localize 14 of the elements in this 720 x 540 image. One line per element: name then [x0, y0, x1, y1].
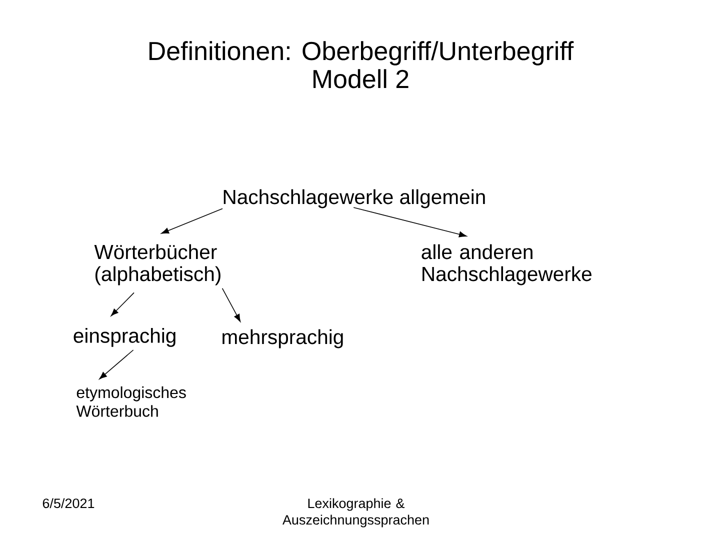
slide-title: Definitionen: Oberbegriff/Unterbegriff Modell 2	[149, 41, 574, 88]
term-text: einsprachig	[74, 328, 176, 347]
term-text: etymologisches Wörterbuch	[76, 386, 186, 417]
arrow	[99, 350, 134, 380]
arrow	[222, 288, 241, 322]
arrow	[110, 292, 134, 316]
term-text: mehrsprachig	[222, 329, 343, 348]
term-text: Wörterbücher (alphabetisch)	[94, 244, 220, 286]
arrow	[161, 208, 223, 234]
arrow	[353, 207, 467, 238]
footer-text: Lexikographie & Auszeichnungssprachen	[282, 498, 429, 528]
term-text: alle anderen Nachschlagewerke	[422, 244, 592, 286]
term-text: Nachschlagewerke allgemein	[224, 189, 485, 208]
date-text: 6/5/2021	[42, 498, 94, 508]
